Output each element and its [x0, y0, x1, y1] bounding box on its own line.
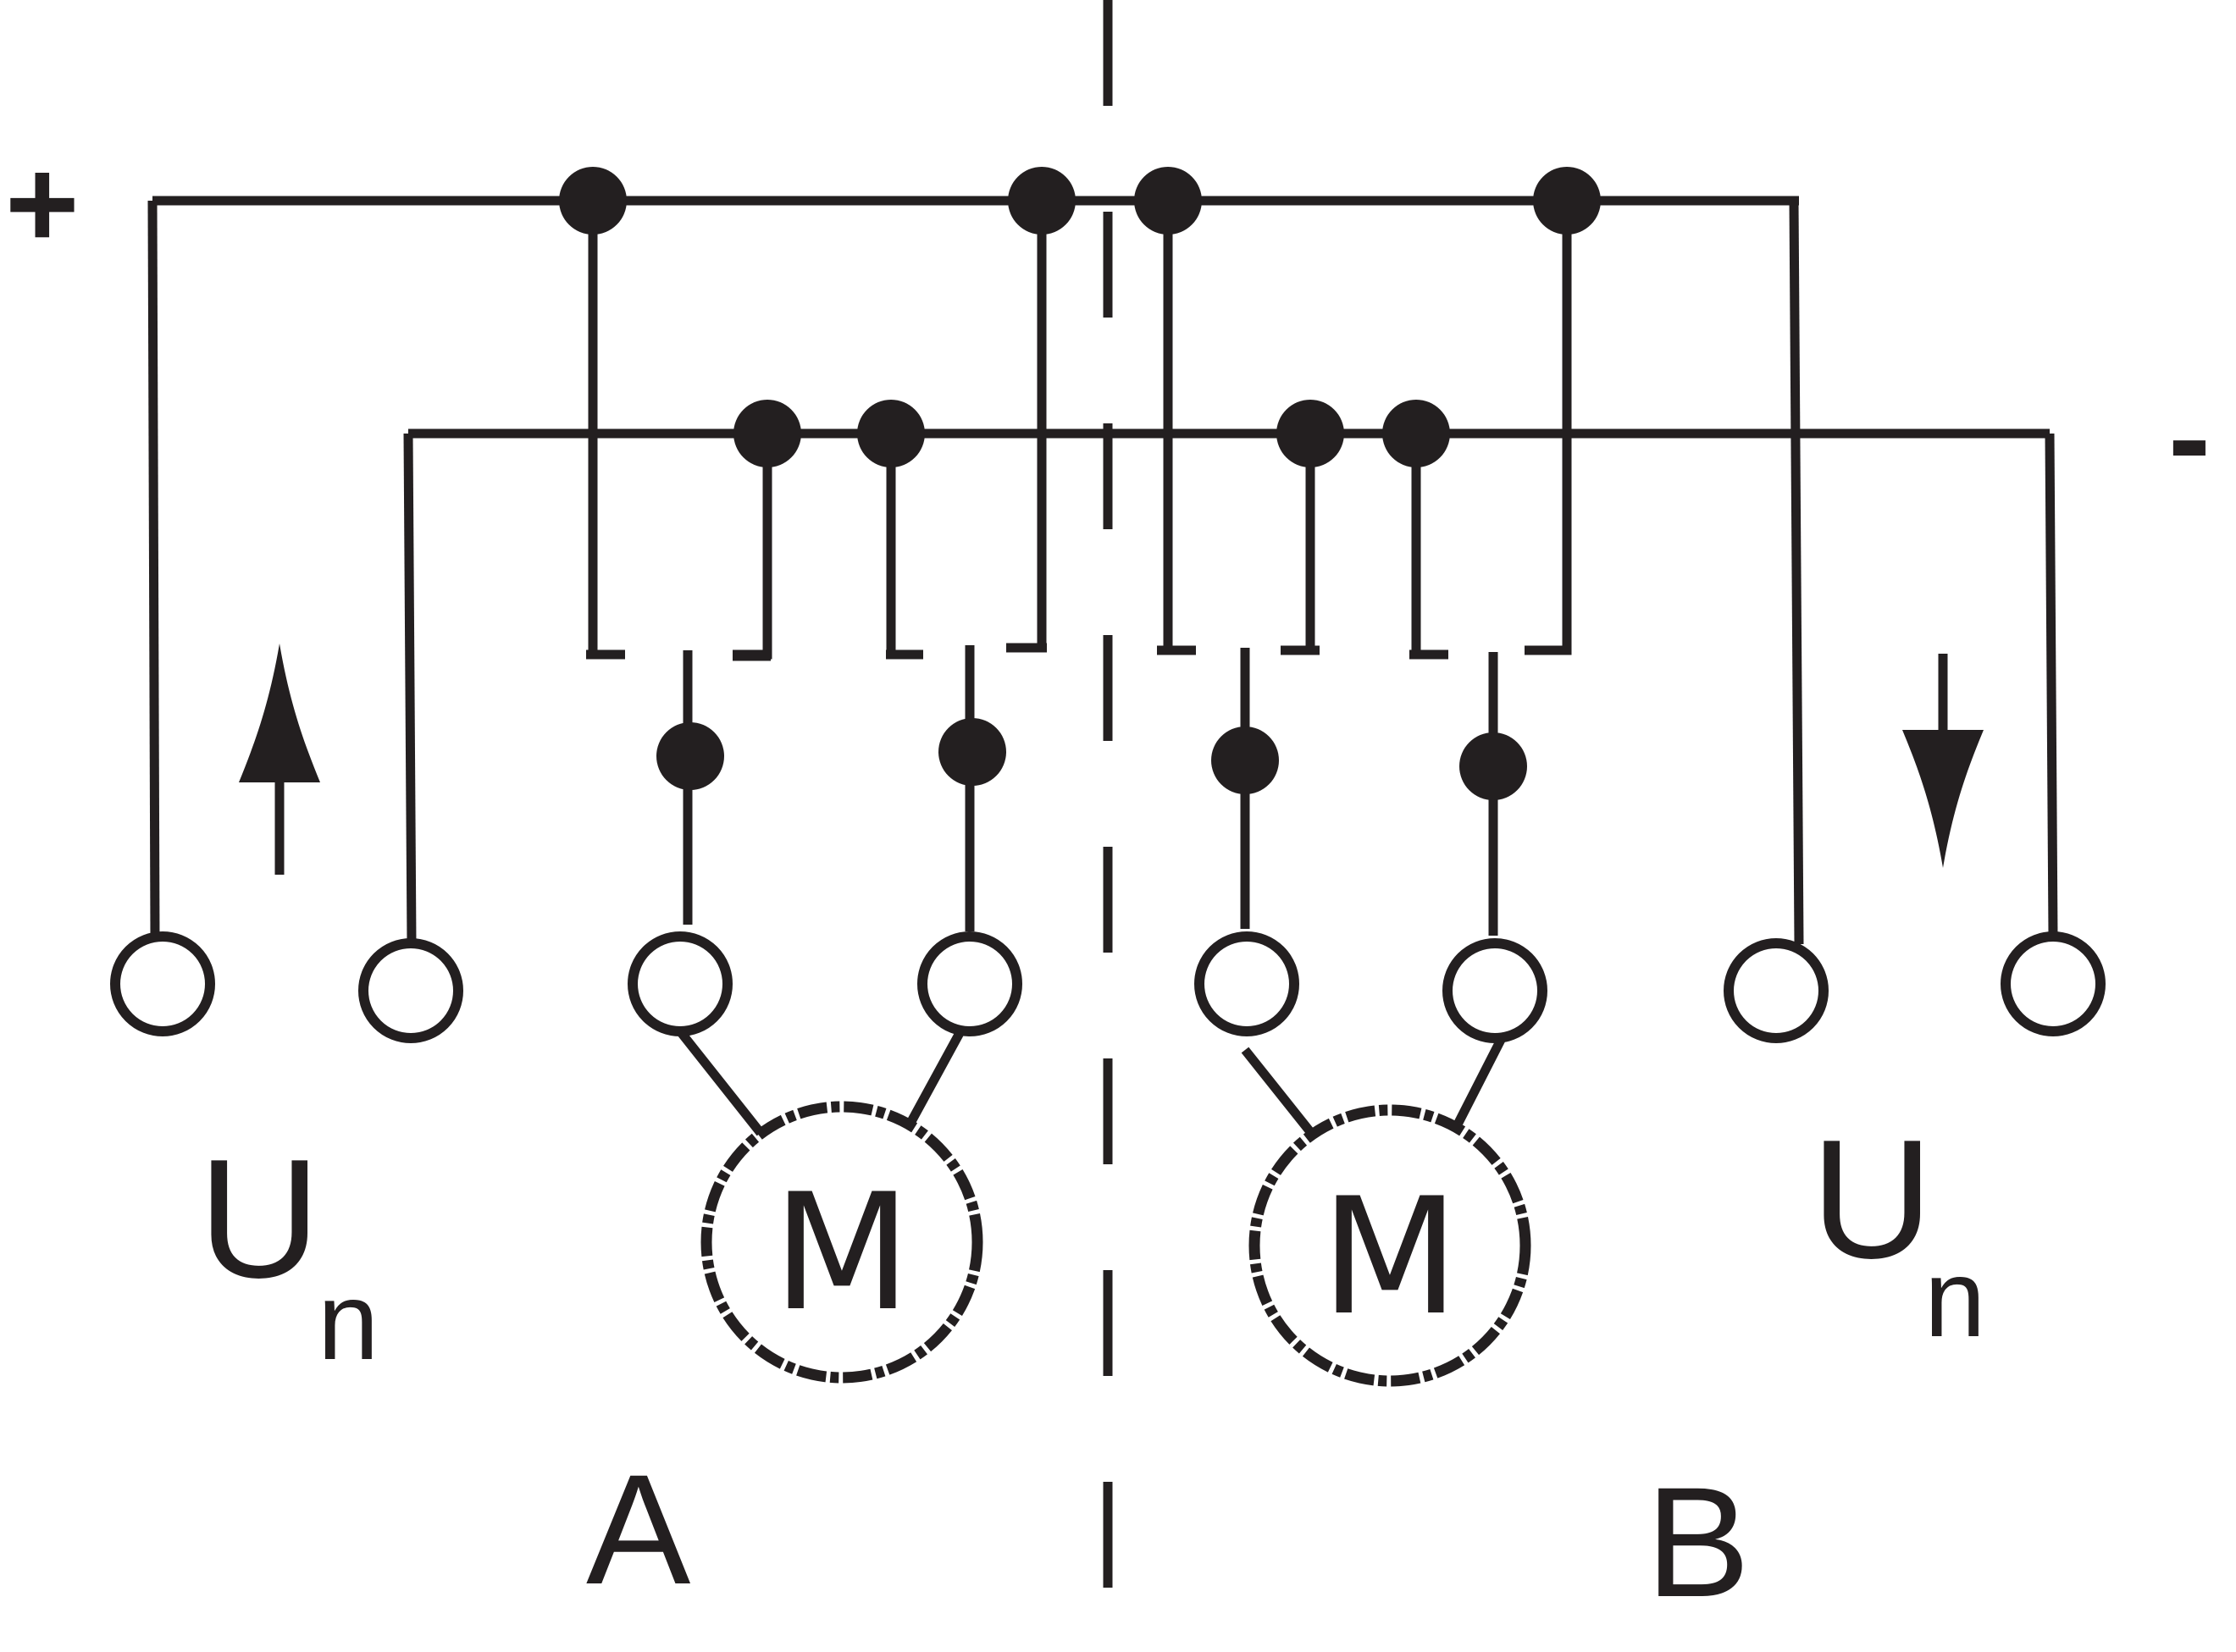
motor-b-symbol	[1248, 1104, 1531, 1387]
left-voltage-subscript: n	[318, 1259, 379, 1383]
left-direction-arrow	[239, 644, 320, 875]
right-voltage-symbol: U	[1811, 1105, 1933, 1294]
motor-b-label: M	[1320, 1163, 1459, 1351]
contact-tabs	[586, 643, 1564, 661]
side-b-label: B	[1646, 1456, 1750, 1630]
negative-bus-left-drop	[403, 433, 417, 945]
positive-bus-right-drop	[1789, 200, 1804, 945]
negative-bus-right-drop	[2045, 433, 2058, 937]
junction-dots	[559, 167, 1601, 800]
motor-leads	[676, 1028, 1505, 1145]
right-voltage-subscript: n	[1924, 1236, 1985, 1360]
positive-sign-label: +	[5, 132, 80, 274]
negative-sign-label: -	[2168, 366, 2211, 508]
motor-a-label: M	[772, 1159, 911, 1346]
left-voltage-symbol: U	[198, 1124, 320, 1313]
right-direction-arrow	[1902, 654, 1984, 868]
side-a-label: A	[586, 1443, 691, 1617]
positive-bus-left-drop	[147, 200, 160, 941]
switch-arms	[683, 645, 1498, 936]
terminals	[110, 931, 2106, 1043]
motor-a-symbol	[700, 1101, 983, 1384]
